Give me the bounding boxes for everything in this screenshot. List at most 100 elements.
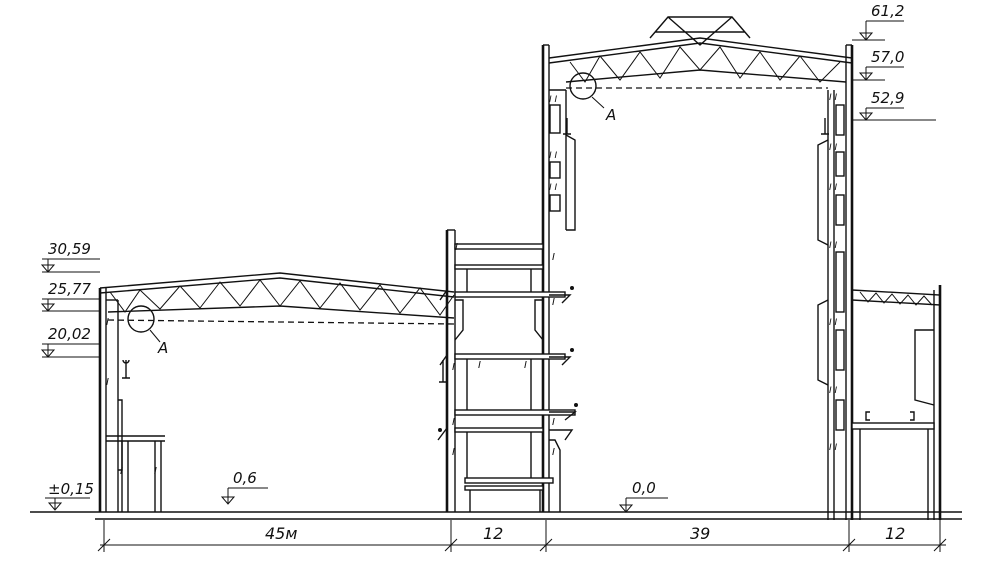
right-level-marks: 61,2 57,0 52,9 xyxy=(852,2,936,121)
i-mark: I I xyxy=(829,241,838,251)
window xyxy=(835,329,845,371)
high-truss-top-chord-2 xyxy=(548,42,853,64)
level-triangle-icon xyxy=(858,72,874,81)
floor-slab xyxy=(454,427,544,433)
window xyxy=(835,104,845,136)
dimension-line: 45м 12 39 12 xyxy=(97,520,947,552)
level-triangle-icon xyxy=(858,32,874,41)
detail-a-circle-right xyxy=(569,72,597,100)
level-text: 25,77 xyxy=(48,280,91,298)
i-mark: I xyxy=(452,362,455,373)
level-mark-52-9: 52,9 xyxy=(852,89,936,121)
left-truss-top-chord xyxy=(99,272,455,293)
i-mark: I I xyxy=(549,95,558,105)
dimension-45m: 45м xyxy=(265,524,297,543)
i-mark: I xyxy=(478,360,481,371)
level-triangle-icon xyxy=(40,349,56,358)
window xyxy=(835,399,845,431)
detail-a-label-right: A xyxy=(605,106,616,124)
dimension-39: 39 xyxy=(690,524,710,543)
dimension-12-right: 12 xyxy=(885,524,905,543)
level-text: 61,2 xyxy=(871,2,904,20)
left-crane-line xyxy=(107,319,455,325)
window xyxy=(549,104,561,134)
i-mark: I I xyxy=(829,318,838,328)
i-mark: I xyxy=(452,417,455,428)
low-bay-slab xyxy=(851,422,935,430)
high-truss-bottom-chord xyxy=(565,69,847,83)
level-text: 0,0 xyxy=(632,479,656,497)
i-mark: I xyxy=(552,447,555,458)
i-mark: I xyxy=(552,252,555,263)
low-bay-posts xyxy=(859,429,929,520)
i-mark: I xyxy=(552,297,555,308)
i-mark: I I xyxy=(829,93,838,103)
i-mark: I xyxy=(552,417,555,428)
level-mark-61-2: 61,2 xyxy=(852,2,904,41)
i-mark: I xyxy=(452,447,455,458)
crane-hook-icon xyxy=(563,118,571,135)
high-truss-web xyxy=(569,46,841,83)
level-mark-25-77: 25,77 xyxy=(40,280,100,312)
window xyxy=(835,251,845,313)
high-truss-top-chord xyxy=(548,37,853,59)
left-truss-web xyxy=(109,279,455,316)
level-text: 52,9 xyxy=(871,89,904,107)
i-mark: I I xyxy=(549,151,558,161)
level-triangle-icon xyxy=(858,112,874,121)
level-text: 0,6 xyxy=(233,469,257,487)
level-text: 57,0 xyxy=(871,48,904,66)
level-mark-57-0: 57,0 xyxy=(852,48,904,81)
detail-a-leader-right xyxy=(591,96,605,109)
level-mark-20-02: 20,02 xyxy=(40,325,100,358)
right-high-hall: I I I I I I I I I I I I I I I I I I I I xyxy=(548,16,854,520)
floor-slab xyxy=(454,264,544,270)
floor-slab xyxy=(454,291,566,298)
level-triangle-icon xyxy=(40,264,56,273)
middle-bay: I I I I I I I I I I xyxy=(437,44,578,512)
side-brackets xyxy=(549,294,577,441)
level-triangle-icon xyxy=(220,496,236,505)
dimension-12-middle: 12 xyxy=(483,524,503,543)
i-mark: I xyxy=(154,466,157,477)
window xyxy=(549,161,561,179)
left-truss-bottom-chord xyxy=(107,305,455,319)
side-column-lower xyxy=(549,439,561,512)
level-mark-0-6: 0,6 xyxy=(220,469,268,505)
window xyxy=(835,194,845,226)
left-hall: I I I I A xyxy=(98,272,455,512)
window xyxy=(835,151,845,177)
detail-a-circle-left xyxy=(127,305,155,333)
i-mark: I xyxy=(524,360,527,371)
lamp-icon xyxy=(574,403,578,407)
i-mark: I I xyxy=(829,183,838,193)
column-step xyxy=(118,399,123,471)
level-text: 20,02 xyxy=(48,325,91,343)
crane-hook-icon xyxy=(821,118,829,135)
i-mark: I xyxy=(120,466,123,477)
i-mark: I xyxy=(106,317,109,328)
column-steps xyxy=(817,139,829,386)
floor-slab xyxy=(454,243,544,250)
level-triangle-icon xyxy=(40,303,56,312)
roof-lantern xyxy=(649,16,751,46)
i-mark: I I xyxy=(829,386,838,396)
low-bay-roof-web xyxy=(859,291,933,306)
i-mark: I xyxy=(106,377,109,388)
low-bay-roof xyxy=(851,289,941,306)
level-text: 30,59 xyxy=(48,240,91,258)
floor-slab xyxy=(464,485,544,491)
far-right-column-step xyxy=(914,329,935,406)
level-mark-0-0: 0,0 xyxy=(618,479,668,513)
floor-slabs xyxy=(454,243,576,491)
crane-hook-icon xyxy=(439,360,447,383)
dimension-slashes xyxy=(97,538,947,552)
level-triangle-icon xyxy=(618,504,634,513)
window xyxy=(549,194,561,212)
floor-slab xyxy=(454,353,566,360)
column-step xyxy=(565,134,576,231)
i-mark: I I xyxy=(829,143,838,153)
right-low-bay xyxy=(851,285,942,520)
i-mark: I I xyxy=(829,443,838,453)
